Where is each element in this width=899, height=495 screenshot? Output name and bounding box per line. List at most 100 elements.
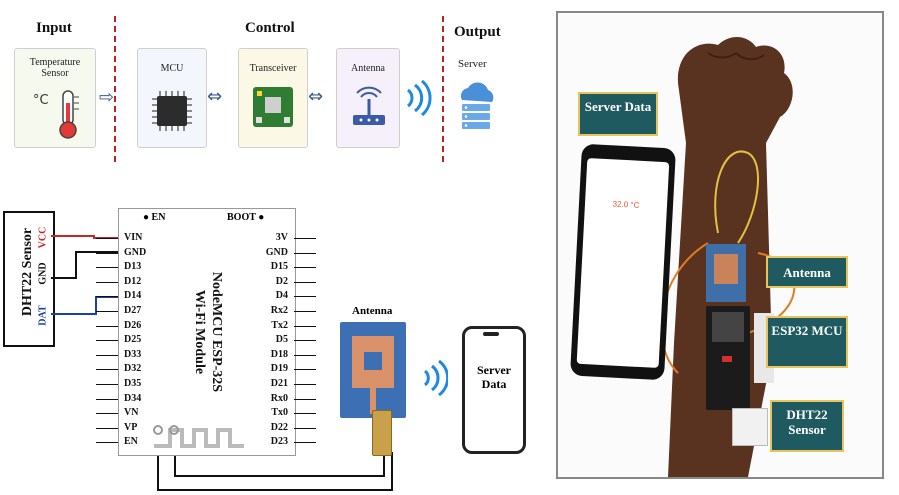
right-pin-label: D22: [270, 421, 288, 433]
callout-esp32-mcu: ESP32 MCU: [766, 316, 848, 368]
module-title-line2: Wi-Fi Module: [192, 289, 207, 375]
left-pin-label: VN: [124, 407, 139, 419]
arrow-both-icon: ⇔: [308, 86, 324, 107]
right-pin-label: D2: [275, 275, 288, 287]
left-pin-stub: [96, 296, 118, 298]
right-pin-stub: [294, 325, 316, 327]
feed-line: [370, 388, 376, 414]
server-label: Server: [458, 58, 487, 70]
left-pin-stub: [96, 384, 118, 385]
antenna-cable-2: [157, 440, 393, 491]
right-pin-label: D4: [275, 290, 288, 302]
left-pin-label: GND: [124, 246, 147, 258]
right-pin-stub: [294, 238, 316, 239]
callout-dht22-sensor: DHT22 Sensor: [770, 400, 844, 452]
output-header: Output: [454, 24, 501, 40]
schematic-wireless-icon: [423, 360, 448, 396]
left-pin-label: D32: [124, 363, 142, 375]
schematic-antenna-label: Antenna: [352, 305, 393, 317]
mcu-label: MCU: [160, 63, 184, 74]
photo-copper-patch: [714, 254, 738, 284]
sma-connector: [372, 410, 392, 456]
right-pin-label: 3V: [275, 232, 288, 243]
thermometer-icon: [59, 90, 79, 139]
left-pin-label: D12: [124, 275, 142, 287]
right-pin-label: D15: [270, 261, 288, 273]
temp-sensor-label: Temperature Sensor: [29, 57, 81, 79]
photo-phone: 32.0 °C: [569, 143, 677, 381]
left-pin-stub: [96, 238, 118, 239]
arrow-right-icon: ⇨: [99, 87, 115, 108]
left-pin-label: D26: [124, 319, 142, 331]
left-pin-label: D34: [124, 392, 142, 404]
left-pin-label: D14: [124, 290, 142, 302]
right-pin-stub: [294, 252, 316, 254]
cloud-server-icon: [460, 82, 494, 129]
phone-temperature-reading: 32.0 °C: [612, 199, 640, 210]
esp32-led: [722, 356, 732, 362]
gnd-wire: [51, 251, 118, 279]
left-pin-label: EN: [124, 436, 138, 448]
input-header: Input: [36, 20, 72, 36]
left-pin-label: D27: [124, 305, 142, 316]
pcb-trace-antenna: [153, 425, 244, 448]
left-pin-label: VIN: [124, 232, 143, 243]
patch-slot: [364, 352, 382, 370]
right-pin-label: D21: [270, 378, 288, 389]
right-pin-stub: [294, 354, 316, 356]
photo-dht22: [732, 408, 768, 446]
left-pin-label: VP: [124, 421, 138, 433]
celsius-text: °C: [33, 93, 49, 108]
esp32-shield: [712, 312, 744, 342]
right-pin-label: Tx0: [271, 407, 288, 419]
left-pin-stub: [96, 340, 118, 342]
router-antenna-icon: [353, 86, 385, 125]
transceiver-label: Transceiver: [249, 63, 297, 74]
right-pin-stub: [294, 281, 316, 283]
antenna-label: Antenna: [351, 63, 385, 74]
right-pin-stub: [294, 267, 316, 269]
boot-text: BOOT: [227, 212, 256, 223]
right-pin-label: Rx0: [270, 392, 288, 404]
right-pin-label: D5: [275, 334, 288, 346]
boot-button-label: BOOT ●: [227, 212, 265, 223]
photo-esp32-board: [706, 306, 750, 410]
right-pin-stub: [294, 384, 316, 385]
arrow-both-icon: ⇔: [207, 86, 223, 107]
left-pin-stub: [96, 413, 118, 415]
left-pin-stub: [96, 369, 118, 371]
callout-server-data: Server Data: [578, 92, 658, 136]
right-pin-label: GND: [265, 246, 288, 258]
right-pin-stub: [294, 369, 316, 371]
left-pin-stub: [96, 311, 118, 312]
right-pin-stub: [294, 413, 316, 415]
left-pin-stub: [96, 267, 118, 269]
right-pin-label: D23: [270, 436, 288, 448]
left-pin-label: D33: [124, 348, 142, 360]
callout-antenna: Antenna: [766, 256, 848, 288]
left-pin-label: D13: [124, 261, 142, 273]
photo-fabric-antenna: [706, 244, 746, 302]
module-title: NodeMCU ESP-32S Wi-Fi Module: [185, 232, 225, 432]
left-pin-stub: [96, 442, 118, 444]
left-pin-label: D25: [124, 334, 142, 346]
fabric-antenna: [340, 322, 406, 418]
temp-sensor-box: Temperature Sensor °C: [14, 48, 96, 148]
divider-control-output: [442, 16, 444, 162]
en-top-text: EN: [151, 212, 166, 223]
phone-server-data-label: Server Data: [477, 363, 511, 391]
en-button-label: ● EN: [143, 212, 166, 223]
right-pin-stub: [294, 398, 316, 400]
left-pin-stub: [96, 427, 118, 429]
module-title-line1: NodeMCU ESP-32S: [209, 271, 224, 393]
left-pin-stub: [96, 281, 118, 283]
mcu-box: MCU: [137, 48, 207, 148]
right-pin-stub: [294, 296, 316, 298]
right-pin-label: Rx2: [270, 305, 288, 316]
schematic-phone: Server Data: [462, 326, 526, 454]
photo-phone-screen: 32.0 °C: [576, 157, 670, 369]
antenna-box: Antenna: [336, 48, 400, 148]
right-pin-label: D19: [270, 363, 288, 375]
left-pin-stub: [96, 354, 118, 356]
divider-input-control: [114, 16, 116, 162]
